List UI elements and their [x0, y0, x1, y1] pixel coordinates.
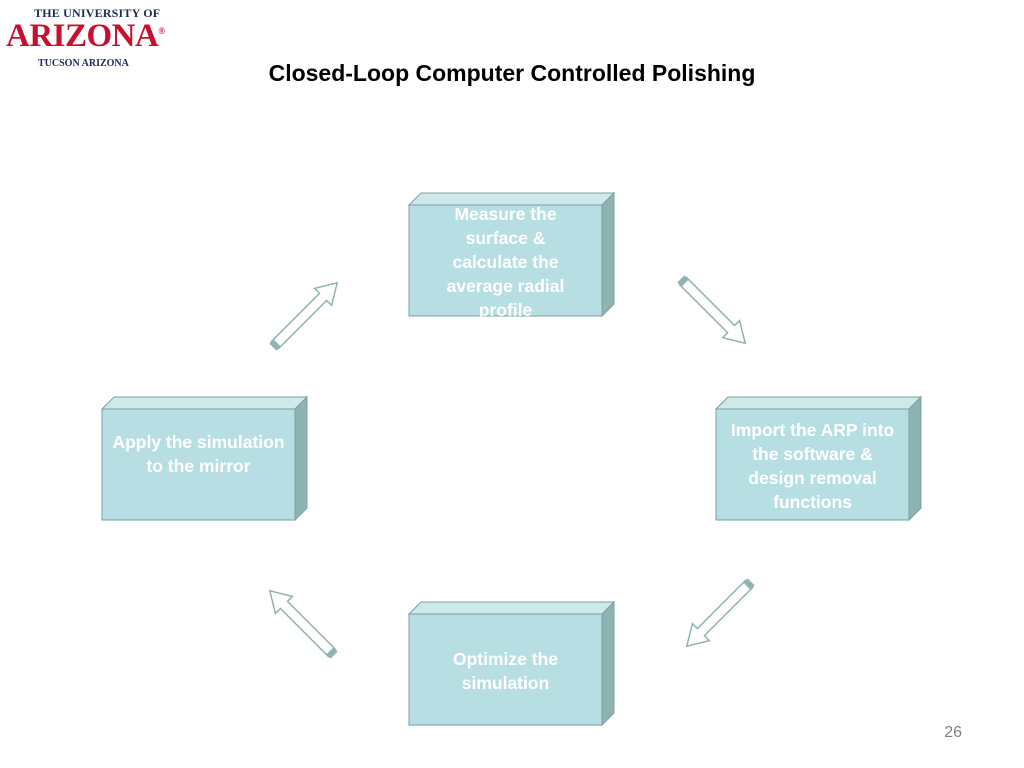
registered-mark: ®	[158, 26, 165, 36]
arrow-icon	[685, 579, 754, 648]
step-label-top: Measure the surface & calculate the aver…	[446, 204, 565, 320]
logo-line-2: Arizona®	[6, 18, 165, 55]
box-top-face	[714, 396, 923, 410]
step-label-left: Apply the simulation to the mirror	[112, 432, 285, 476]
slide-title: Closed-Loop Computer Controlled Polishin…	[268, 60, 756, 86]
arrow-tail-cap	[326, 647, 338, 659]
arrow-tail-cap	[677, 275, 689, 287]
logo-wordmark: Arizona	[6, 18, 159, 54]
step-label-bottom: Optimize the simulation	[452, 649, 558, 693]
arrow-icon	[678, 276, 747, 345]
arrow-icon	[270, 281, 339, 350]
box-front-face	[408, 613, 603, 726]
university-logo: The University of Arizona® Tucson Arizon…	[4, 4, 165, 70]
box-side-face	[908, 395, 922, 522]
logo-line-3: Tucson Arizona	[38, 58, 129, 69]
step-box-bottom	[407, 600, 616, 727]
arrow-icon	[268, 589, 337, 658]
arrow-tail-cap	[269, 339, 281, 351]
box-side-face	[294, 395, 308, 522]
arrow-left-to-top	[269, 281, 339, 351]
box-side-face	[601, 600, 615, 727]
arrow-bottom-to-left	[268, 589, 338, 659]
box-top-face	[407, 601, 616, 615]
box-top-face	[100, 396, 309, 410]
arrow-top-to-right	[677, 275, 747, 345]
arrow-right-to-bottom	[685, 578, 755, 648]
logo-line-1: The University of	[34, 6, 161, 20]
step-box-top	[407, 191, 616, 318]
box-front-face	[408, 204, 603, 317]
arrow-tail-cap	[743, 578, 755, 590]
box-front-face	[715, 408, 910, 521]
page-number: 26	[944, 724, 962, 741]
box-front-face	[101, 408, 296, 521]
step-label-right: Import the ARP into the software & desig…	[730, 420, 895, 512]
step-box-right	[714, 395, 923, 522]
box-side-face	[601, 191, 615, 318]
step-box-left	[100, 395, 309, 522]
